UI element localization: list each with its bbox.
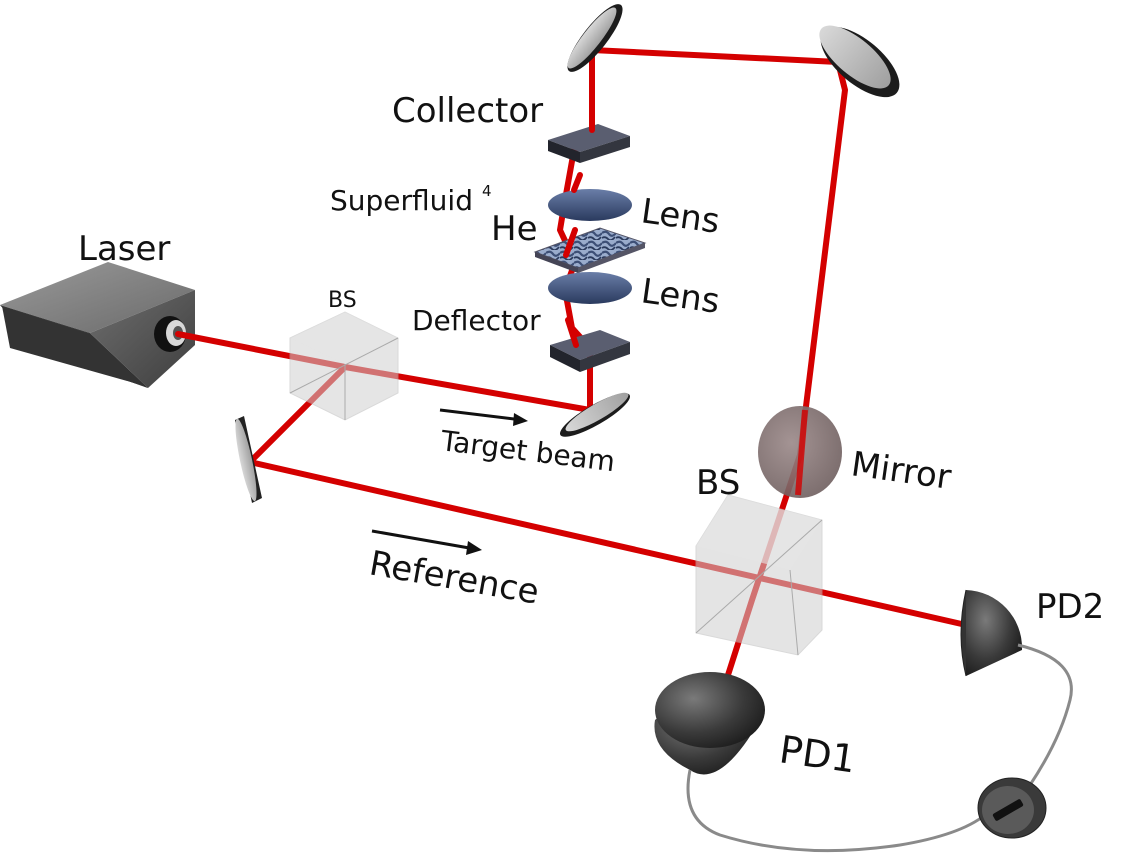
top-left-mirror xyxy=(567,4,623,72)
mirror-disk xyxy=(758,406,842,498)
beamsplitter-small xyxy=(289,311,399,421)
label-pd2: PD2 xyxy=(1036,587,1104,627)
photodiode-2 xyxy=(960,589,1023,677)
label-mirror: Mirror xyxy=(849,444,954,498)
beam-overlay xyxy=(563,57,595,348)
label-laser: Laser xyxy=(78,229,170,269)
laser-source xyxy=(0,262,195,388)
label-lens-bottom: Lens xyxy=(639,271,722,322)
differential-meter xyxy=(977,777,1047,839)
target-beam-arrow xyxy=(439,408,528,426)
label-collector: Collector xyxy=(392,91,543,131)
top-right-mirror xyxy=(819,25,900,98)
deflector-plate xyxy=(550,330,630,372)
collector-plate xyxy=(548,124,630,163)
turning-mirror-target xyxy=(560,392,630,437)
minus-icon xyxy=(992,799,1024,821)
label-target-beam: Target beam xyxy=(438,424,617,478)
label-pd1: PD1 xyxy=(777,727,859,781)
lens-bottom xyxy=(548,272,632,304)
lens-top xyxy=(548,189,632,221)
photodiode-1 xyxy=(654,672,765,775)
turning-mirror-reference xyxy=(235,416,262,503)
label-lens-top: Lens xyxy=(639,191,722,242)
label-bs-small: BS xyxy=(328,288,357,313)
label-bs-large: BS xyxy=(696,463,740,503)
superfluid-helium-sample xyxy=(533,227,647,273)
signal-wire xyxy=(686,643,1073,853)
label-deflector: Deflector xyxy=(412,304,541,337)
label-reference: Reference xyxy=(366,543,542,612)
label-superfluid-he: He xyxy=(491,209,537,249)
label-superfluid-sup: 4 xyxy=(482,182,492,200)
reference-arrow xyxy=(371,529,482,555)
beamsplitter-large xyxy=(695,494,823,656)
label-superfluid: Superfluid xyxy=(330,184,473,217)
